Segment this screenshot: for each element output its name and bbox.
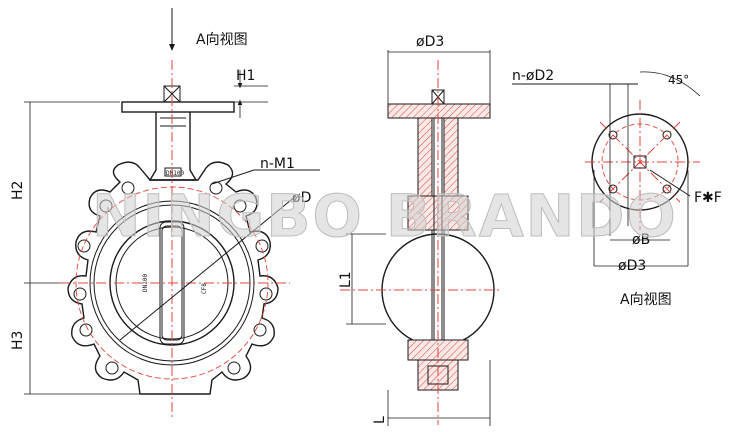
valve-body-outline <box>67 161 279 395</box>
angle-arc <box>639 71 701 97</box>
phiB-label: øB <box>632 232 650 248</box>
phiD-leader <box>119 195 297 341</box>
FxF-leader <box>649 169 691 197</box>
body-mark-right: CF8 <box>201 283 208 294</box>
H3-label: H3 <box>10 331 26 350</box>
phiD-label: øD <box>292 190 311 206</box>
front-view: A向视图 DN100 <box>10 8 320 420</box>
H1-label: H1 <box>236 68 255 84</box>
lug-holes <box>73 181 273 375</box>
FxF-label: F✱F <box>694 190 722 206</box>
a-view: n-øD2 45° F✱F øB øD3 A向视图 <box>512 68 722 308</box>
H2-label: H2 <box>10 181 26 200</box>
view-a-label-bottom: A向视图 <box>620 292 672 308</box>
phiD3-bottom-label: øD3 <box>618 258 646 274</box>
phiD3-top-label: øD3 <box>416 34 444 50</box>
neck-mark: DN100 <box>166 170 184 177</box>
angle-label: 45° <box>668 73 689 87</box>
L-label: L <box>372 416 388 424</box>
section-view: øD3 L1 L <box>338 34 500 426</box>
view-a-label-top: A向视图 <box>196 32 248 48</box>
nM1-leader <box>211 169 320 185</box>
L1-label: L1 <box>338 271 354 288</box>
section-top-flange <box>387 103 491 119</box>
nM1-label: n-M1 <box>260 156 295 172</box>
top-mounting-flange <box>121 101 235 113</box>
watermark: NINGBO BRANDO <box>92 182 678 250</box>
nphiD2-label: n-øD2 <box>512 68 554 84</box>
